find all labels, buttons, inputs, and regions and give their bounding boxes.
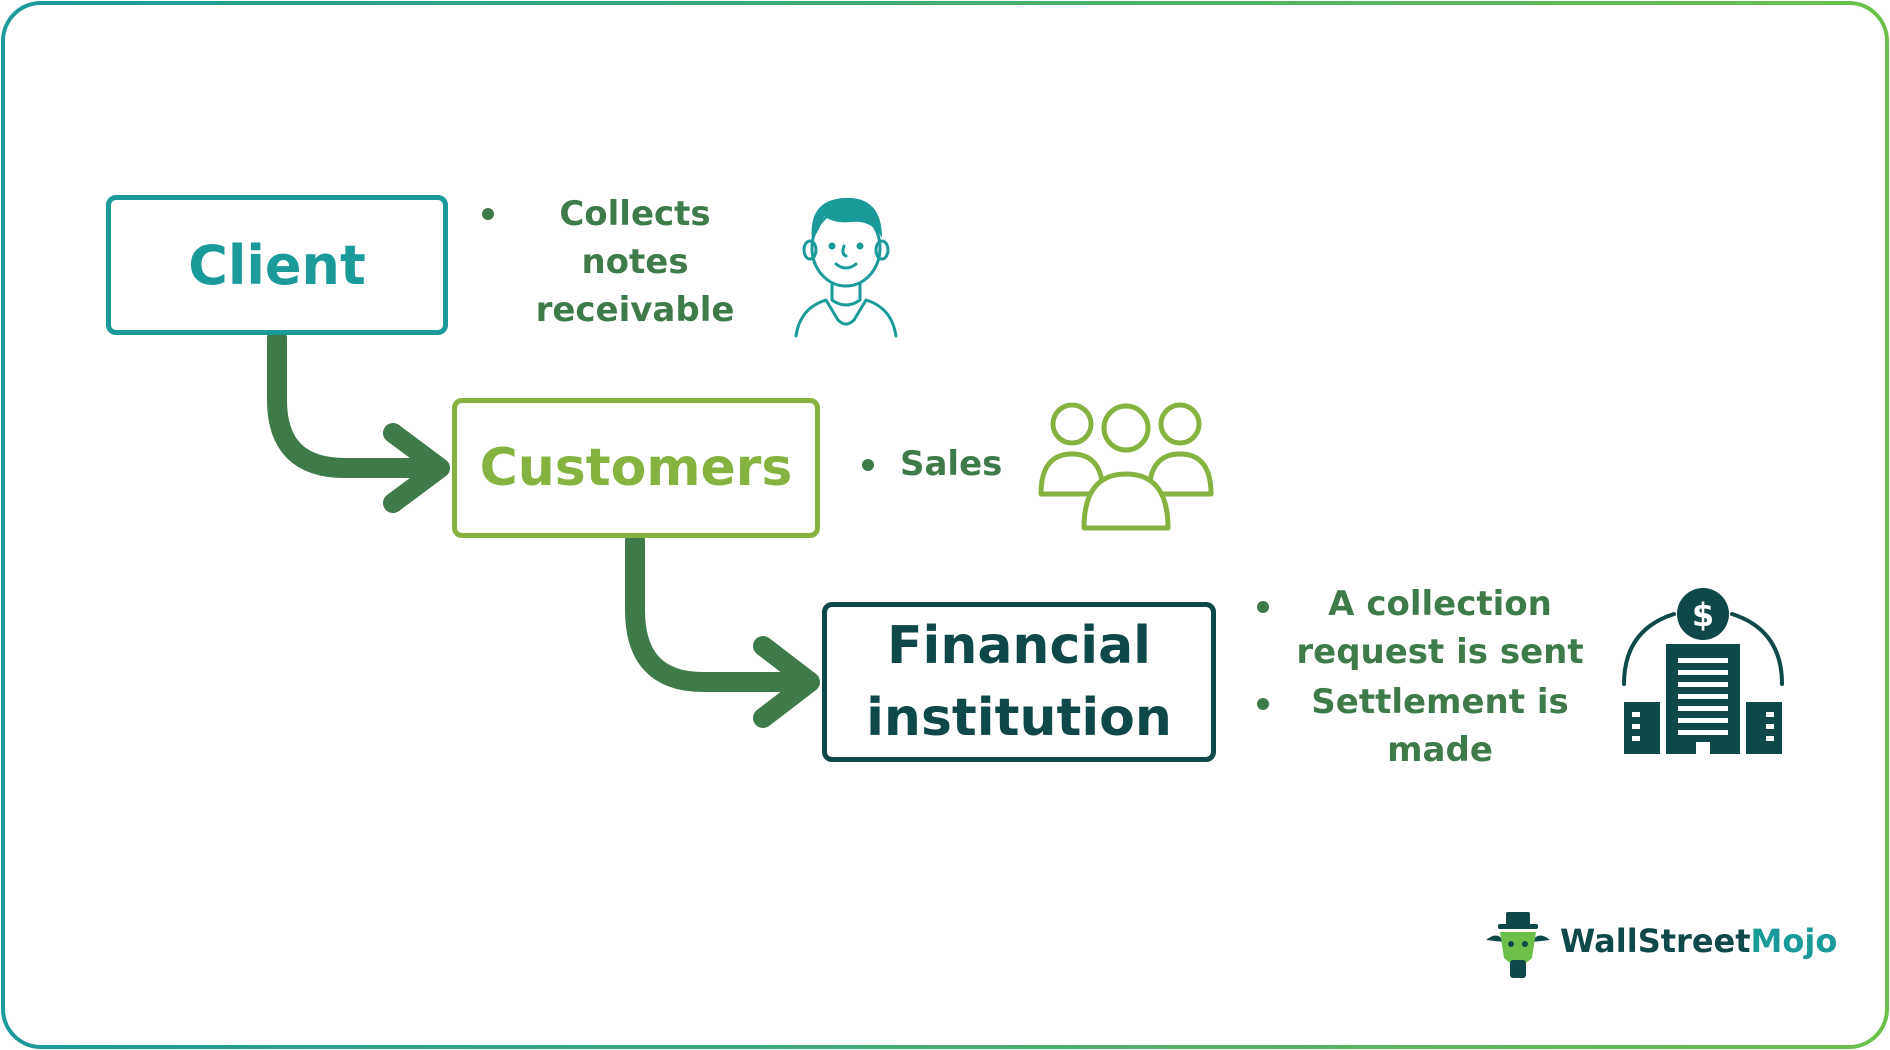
- wallstreetmojo-logo-icon: [1486, 912, 1550, 978]
- description-financial-2-line: Settlement is: [1311, 682, 1569, 722]
- node-financial-line1: Financial: [886, 616, 1152, 676]
- description-financial-1-line: request is sent: [1296, 632, 1584, 672]
- description-financial-2: Settlement is made: [1280, 678, 1600, 774]
- description-client: Collects notes receivable: [510, 190, 760, 334]
- node-client: Client: [106, 195, 448, 335]
- arrowhead-financial: [753, 636, 820, 728]
- bullet-financial-1: [1257, 601, 1269, 613]
- logo-text-part1: WallStreet: [1560, 922, 1751, 960]
- arrow-customers-to-financial: [625, 530, 810, 692]
- node-client-label: Client: [188, 233, 366, 297]
- bullet-financial-2: [1257, 698, 1269, 710]
- bullet-customers: [862, 459, 874, 471]
- description-financial-2-line: made: [1387, 730, 1493, 770]
- description-financial-1-line: A collection: [1328, 584, 1552, 624]
- arrowhead-customers: [383, 423, 450, 513]
- node-financial-label: Financial institution: [866, 610, 1172, 754]
- arrow-client-to-customers: [267, 328, 440, 478]
- logo-text-part2: Mojo: [1750, 922, 1838, 960]
- description-financial-1: A collection request is sent: [1280, 580, 1600, 676]
- group-icon: [1038, 402, 1214, 531]
- wallstreetmojo-logo-text: WallStreetMojo: [1560, 922, 1837, 960]
- node-customers: Customers: [452, 398, 820, 538]
- bullet-client: [482, 208, 494, 220]
- node-customers-label: Customers: [479, 438, 793, 498]
- node-financial-institution: Financial institution: [822, 602, 1216, 762]
- person-icon: [794, 197, 898, 338]
- svg-text:$: $: [1692, 596, 1714, 634]
- description-customers: Sales: [900, 444, 1003, 484]
- person-hair: [811, 197, 882, 240]
- description-client-line: Collects: [559, 194, 711, 234]
- bank-building-dollar-icon: $: [1622, 588, 1784, 754]
- description-client-line: receivable: [535, 290, 735, 330]
- description-client-line: notes: [581, 242, 689, 282]
- node-financial-line2: institution: [866, 688, 1172, 748]
